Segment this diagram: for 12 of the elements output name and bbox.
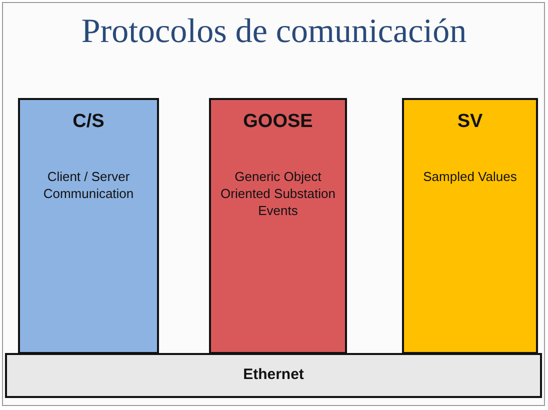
column-description: Sampled Values [422, 168, 518, 185]
title: Protocolos de comunicación [80, 12, 468, 52]
column-heading: C/S [72, 110, 104, 134]
column-heading: SV [457, 110, 483, 134]
protocol-column [402, 98, 538, 354]
column-description: Client / Server Communication [42, 168, 135, 202]
column-heading: Ethernet [243, 365, 304, 386]
protocol-column [18, 98, 159, 354]
column-heading: GOOSE [243, 110, 313, 134]
protocol-column [209, 98, 347, 354]
column-description: Generic Object Oriented Substation Events [220, 168, 336, 219]
base-layer-bar [5, 353, 542, 398]
